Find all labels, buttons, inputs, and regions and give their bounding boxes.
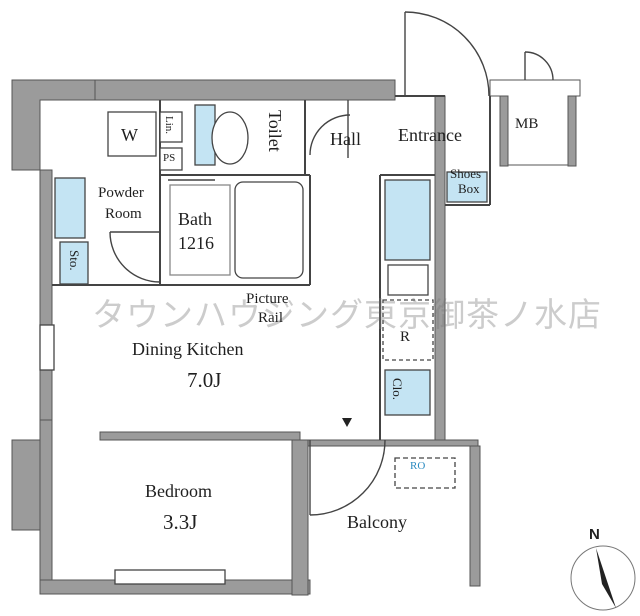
toilet-label: Toilet (265, 110, 285, 152)
outdoor-unit-label: RO (410, 460, 426, 472)
powder-label: Powder (98, 185, 144, 201)
shoes-label: Shoes (450, 166, 482, 181)
kitchen-sink (384, 179, 431, 261)
walls (11, 79, 581, 596)
north-label: N (589, 526, 600, 543)
stove (387, 264, 429, 296)
ac-outdoor-unit (394, 457, 456, 489)
mb-label: MB (515, 116, 539, 132)
dining-kitchen-size: 7.0J (187, 368, 222, 392)
box-label: Box (458, 181, 480, 196)
bath-size-label: 1216 (178, 233, 214, 253)
storage-cabinet (59, 241, 89, 285)
picture-label: Picture (246, 291, 289, 307)
ps-label: PS (163, 152, 176, 164)
agency-watermark: タウンハウジング東京御茶ノ水店 (92, 295, 602, 334)
bathtub (234, 181, 304, 279)
rail-label: Rail (258, 310, 283, 326)
entrance-label: Entrance (398, 125, 462, 145)
window-bedroom (114, 569, 226, 585)
hall-label: Hall (330, 129, 361, 149)
bath-label: Bath (178, 209, 212, 229)
vanity (54, 177, 86, 239)
toilet-bowl (211, 111, 249, 165)
washer-pan (107, 111, 157, 157)
bedroom-label: Bedroom (145, 481, 212, 501)
linen-label: Lin. (163, 116, 175, 135)
storage-label: Sto. (67, 250, 82, 271)
closet-label: Clo. (390, 378, 405, 401)
window-dk (39, 324, 55, 371)
closet (384, 369, 431, 416)
balcony-label: Balcony (347, 512, 407, 532)
north-compass (570, 545, 636, 611)
dining-kitchen-label: Dining Kitchen (132, 339, 244, 359)
room-label: Room (105, 206, 142, 222)
interior-lines (52, 95, 491, 440)
door-swings (109, 11, 554, 516)
fixtures (39, 104, 488, 585)
fridge-space (382, 299, 434, 361)
refrigerator-label: R (400, 329, 411, 345)
bedroom-size: 3.3J (163, 510, 198, 534)
entry-arrow-marker (342, 418, 352, 427)
shoes-box (446, 171, 488, 203)
washer-label: W (121, 125, 138, 145)
